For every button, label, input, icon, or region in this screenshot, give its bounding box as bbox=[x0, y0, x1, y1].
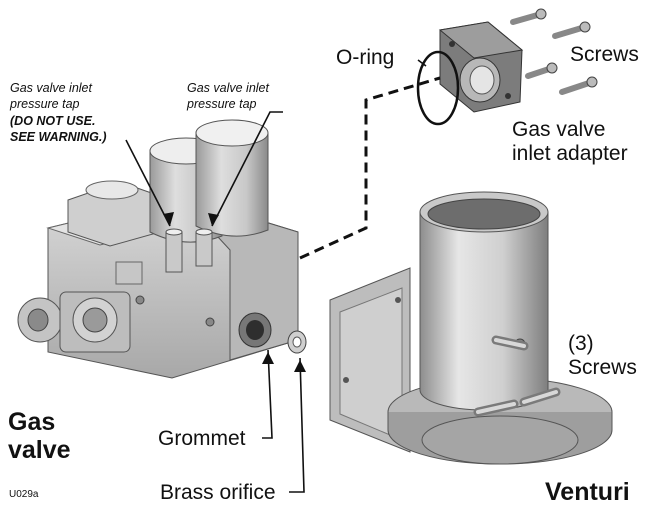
tap-right-line1: Gas valve inlet bbox=[187, 81, 269, 95]
screws-count: (3) bbox=[568, 332, 594, 355]
venturi-screw bbox=[491, 335, 529, 351]
leader-o-ring bbox=[417, 59, 427, 67]
venturi-screws-label: (3) Screws bbox=[568, 332, 637, 379]
venturi-title: Venturi bbox=[545, 478, 630, 506]
screws-top-label: Screws bbox=[570, 43, 639, 66]
brass-orifice-part bbox=[287, 330, 307, 354]
gas-valve-title-line2: valve bbox=[8, 436, 71, 464]
adapter-label-line1: Gas valve bbox=[512, 118, 606, 141]
leader-arrowheads bbox=[163, 212, 306, 372]
tap-left-warning-line1: (DO NOT USE. bbox=[10, 113, 96, 128]
o-ring-label: O-ring bbox=[336, 46, 395, 69]
gas-valve-body bbox=[17, 119, 299, 379]
adapter-label: Gas valve inlet adapter bbox=[512, 118, 628, 165]
leader-tap-left bbox=[125, 139, 171, 227]
leader-brass-orifice bbox=[289, 357, 305, 493]
adapter-screws bbox=[510, 8, 598, 95]
leader-grommet bbox=[262, 349, 273, 439]
leader-tap-right bbox=[211, 111, 283, 227]
venturi-screw bbox=[519, 387, 561, 407]
leader-lines bbox=[125, 59, 427, 493]
gas-valve-title: Gas valve bbox=[8, 408, 71, 464]
tap-left-line2: pressure tap bbox=[10, 97, 80, 112]
figure-id: U029a bbox=[9, 489, 39, 500]
brass-orifice-label: Brass orifice bbox=[160, 481, 276, 504]
tap-left-line1: Gas valve inlet bbox=[10, 81, 92, 95]
venturi-screw bbox=[473, 399, 519, 417]
o-ring-part bbox=[416, 50, 460, 126]
tap-left-label: Gas valve inlet pressure tap (DO NOT USE… bbox=[10, 80, 107, 145]
tap-right-label: Gas valve inlet pressure tap bbox=[187, 80, 269, 113]
tap-right-line2: pressure tap bbox=[187, 97, 257, 112]
grommet-label: Grommet bbox=[158, 427, 246, 450]
adapter-label-line2: inlet adapter bbox=[512, 141, 628, 165]
venturi-body bbox=[329, 191, 613, 465]
gas-valve-title-line1: Gas bbox=[8, 408, 56, 436]
screws-right: Screws bbox=[568, 355, 637, 379]
tap-left-warning-line2: SEE WARNING.) bbox=[10, 129, 107, 144]
gas-valve-inlet-adapter bbox=[438, 21, 524, 113]
assembly-path-line bbox=[299, 76, 441, 260]
